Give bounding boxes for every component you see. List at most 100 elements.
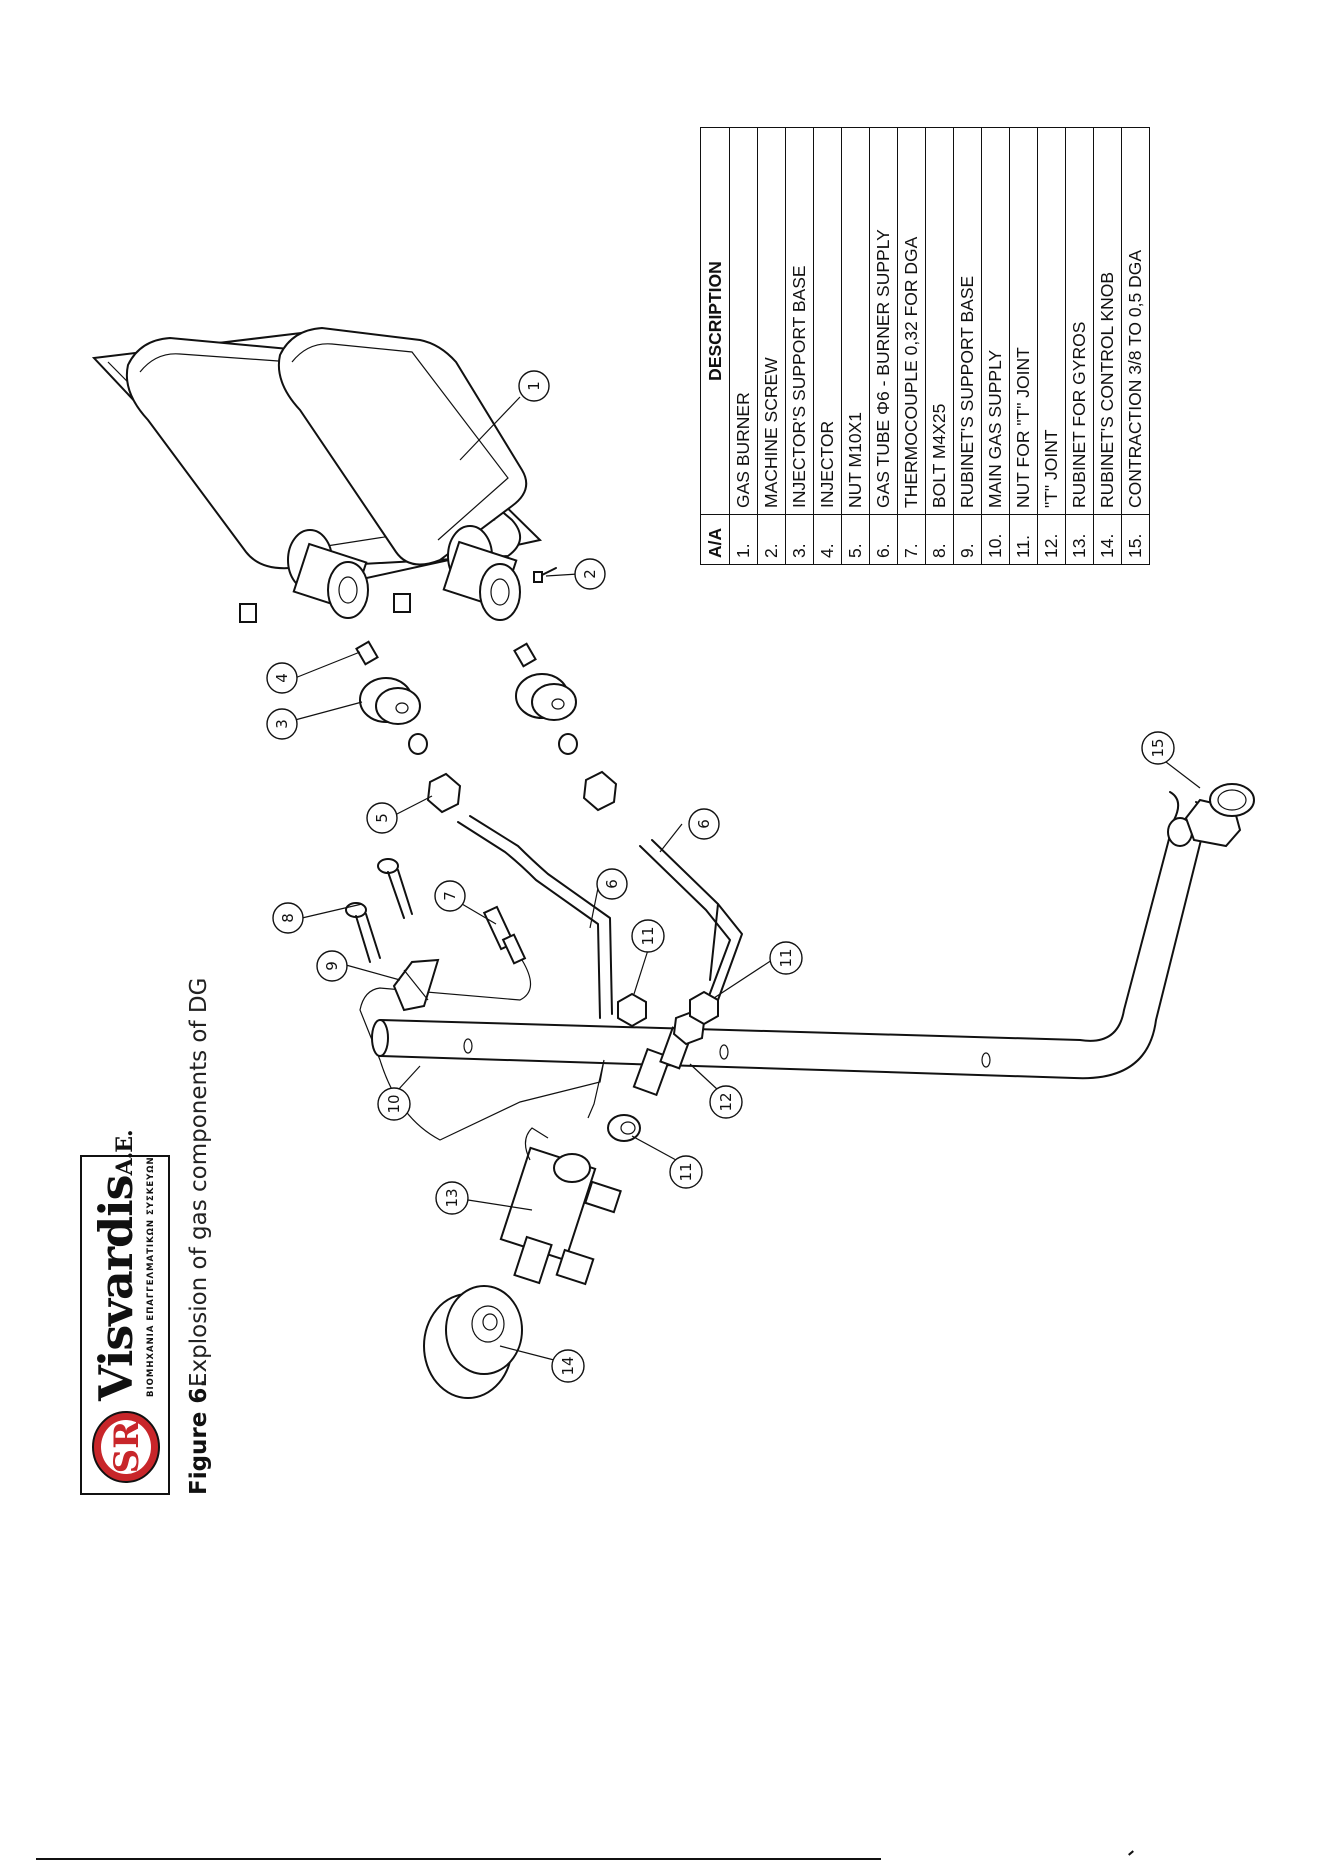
row-number: 4. — [813, 514, 842, 565]
table-row: 4.INJECTOR — [813, 127, 842, 565]
row-number: 13. — [1065, 514, 1094, 565]
rubinet-valve — [499, 1127, 622, 1286]
row-number: 15. — [1121, 514, 1150, 565]
injector-support-bases — [359, 673, 577, 725]
callout-5: 5 — [366, 802, 398, 834]
row-description: NUT M10X1 — [841, 127, 870, 515]
logo-emblem-icon: SR — [92, 1411, 160, 1483]
row-description: NUT FOR "T" JOINT — [1009, 127, 1038, 515]
row-number: 6. — [869, 514, 898, 565]
svg-text:12: 12 — [717, 1092, 735, 1111]
callout-14: 14 — [551, 1349, 585, 1383]
callout-8: 8 — [272, 902, 304, 934]
svg-text:15: 15 — [1149, 738, 1167, 757]
row-description: THERMOCOUPLE 0,32 FOR DGA — [897, 127, 926, 515]
figure-caption: Explosion of gas components of DG — [186, 977, 212, 1387]
svg-text:8: 8 — [279, 913, 297, 923]
logo-wordmark: VisvardisA.E. — [89, 1130, 143, 1401]
table-row: 3.INJECTOR'S SUPPORT BASE — [785, 127, 814, 565]
logo-subtitle: ΒΙΟΜΗΧΑΝΙΑ ΕΠΑΓΓΕΛΜΑΤΙΚΩΝ ΣΥΣΚΕΥΩΝ — [146, 1156, 156, 1397]
svg-text:1: 1 — [525, 381, 543, 391]
table-row: 14.RUBINET'S CONTROL KNOB — [1093, 127, 1122, 565]
thermocouple — [359, 905, 605, 1141]
row-description: BOLT M4X25 — [925, 127, 954, 515]
row-number: 1. — [729, 514, 758, 565]
table-row: 5.NUT M10X1 — [841, 127, 870, 565]
callout-15: 15 — [1141, 731, 1175, 765]
row-number: 11. — [1009, 514, 1038, 565]
svg-text:10: 10 — [385, 1094, 403, 1113]
svg-text:SR: SR — [107, 1420, 147, 1474]
table-row: 7.THERMOCOUPLE 0,32 FOR DGA — [897, 127, 926, 565]
callout-6-left: 6 — [596, 868, 628, 900]
row-number: 9. — [953, 514, 982, 565]
table-row: 2.MACHINE SCREW — [757, 127, 786, 565]
row-description: RUBINET'S CONTROL KNOB — [1093, 127, 1122, 515]
callout-10: 10 — [377, 1087, 411, 1121]
svg-text:14: 14 — [559, 1356, 577, 1375]
row-number: 8. — [925, 514, 954, 565]
row-description: GAS TUBE Φ6 - BURNER SUPPLY — [869, 127, 898, 515]
svg-text:6: 6 — [695, 819, 713, 829]
table-row: 12."T" JOINT — [1037, 127, 1066, 565]
footer-rule — [36, 1858, 881, 1860]
callout-2: 2 — [574, 558, 606, 590]
callout-3: 3 — [266, 708, 298, 740]
callout-13: 13 — [435, 1181, 469, 1215]
table-row: 6.GAS TUBE Φ6 - BURNER SUPPLY — [869, 127, 898, 565]
row-number: 3. — [785, 514, 814, 565]
bolts-m4x25 — [345, 858, 413, 963]
svg-text:7: 7 — [441, 891, 459, 901]
row-description: CONTRACTION 3/8 TO 0,5 DGA — [1121, 127, 1150, 515]
row-description: RUBINET FOR GYROS — [1065, 127, 1094, 515]
row-number: 12. — [1037, 514, 1066, 565]
column-header-description: DESCRIPTION — [700, 127, 730, 515]
figure-label: Figure 6. — [186, 1378, 212, 1495]
callout-9: 9 — [316, 950, 348, 982]
svg-text:4: 4 — [273, 673, 291, 683]
table-row: 8.BOLT M4X25 — [925, 127, 954, 565]
row-description: MACHINE SCREW — [757, 127, 786, 515]
contraction-fitting — [1184, 783, 1255, 848]
rubinet-support-base — [392, 958, 440, 1012]
t-joint-nuts — [607, 990, 719, 1142]
row-description: INJECTOR — [813, 127, 842, 515]
table-row: 1.GAS BURNER — [729, 127, 758, 565]
row-number: 14. — [1093, 514, 1122, 565]
rubinet-control-knob — [423, 1285, 523, 1399]
parts-table: A/A DESCRIPTION 1.GAS BURNER 2.MACHINE S… — [700, 127, 1150, 565]
injector-pair — [355, 640, 537, 668]
machine-screw — [533, 567, 557, 583]
svg-text:11: 11 — [639, 926, 657, 945]
gas-burner-lower — [278, 326, 528, 621]
svg-text:9: 9 — [323, 961, 341, 971]
table-row: 15.CONTRACTION 3/8 TO 0,5 DGA — [1121, 127, 1150, 565]
callout-7: 7 — [434, 880, 466, 912]
table-row: 11.NUT FOR "T" JOINT — [1009, 127, 1038, 565]
svg-text:13: 13 — [443, 1188, 461, 1207]
olive-rings — [408, 733, 578, 755]
nuts-m10x1 — [426, 770, 618, 814]
callout-4: 4 — [266, 662, 298, 694]
row-number: 2. — [757, 514, 786, 565]
t-joint — [632, 1010, 706, 1097]
document-header: SR VisvardisA.E. ΒΙΟΜΗΧΑΝΙΑ ΕΠΑΓΓΕΛΜΑΤΙΚ… — [80, 955, 240, 1495]
row-number: 10. — [981, 514, 1010, 565]
column-header-aa: A/A — [700, 514, 730, 565]
table-row: 9.RUBINET'S SUPPORT BASE — [953, 127, 982, 565]
svg-text:3: 3 — [273, 719, 291, 729]
table-header-row: A/A DESCRIPTION — [700, 127, 730, 565]
callout-11-c: 11 — [669, 1155, 703, 1189]
table-row: 13.RUBINET FOR GYROS — [1065, 127, 1094, 565]
svg-text:11: 11 — [777, 948, 795, 967]
callout-12: 12 — [709, 1085, 743, 1119]
svg-text:2: 2 — [581, 569, 599, 579]
callout-11-b: 11 — [769, 941, 803, 975]
table-row: 10.MAIN GAS SUPPLY — [981, 127, 1010, 565]
svg-text:11: 11 — [677, 1162, 695, 1181]
row-number: 7. — [897, 514, 926, 565]
leader-lines — [294, 396, 1201, 1361]
svg-text:5: 5 — [373, 813, 391, 823]
row-description: MAIN GAS SUPPLY — [981, 127, 1010, 515]
